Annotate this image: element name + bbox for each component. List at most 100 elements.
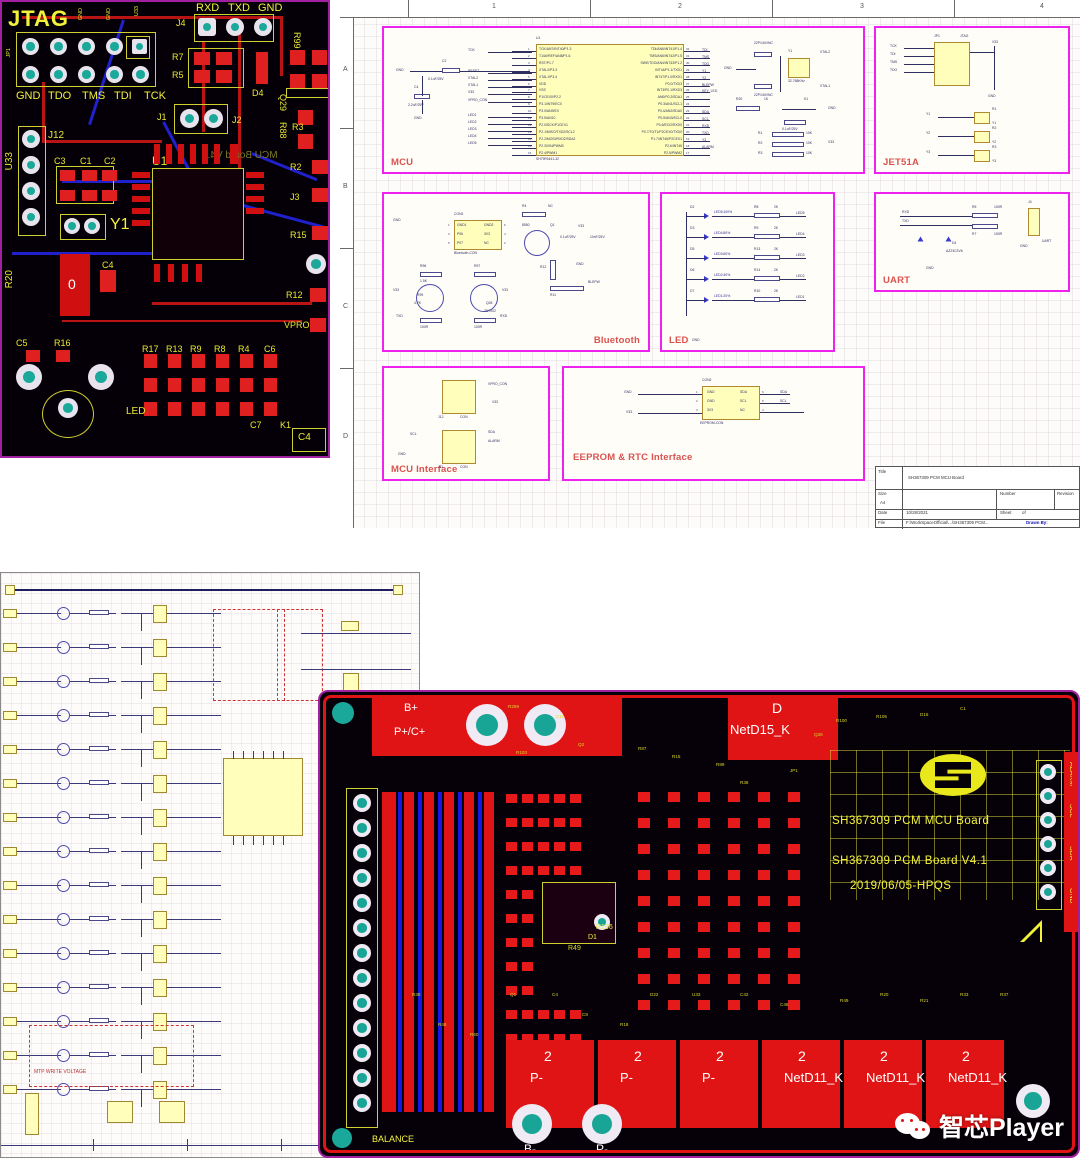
j2-pad[interactable]: [204, 109, 223, 128]
cell-input-terminal[interactable]: [3, 677, 17, 686]
y1-pad[interactable]: [84, 218, 100, 234]
conn-pad[interactable]: [1040, 836, 1056, 852]
balance-pad[interactable]: [353, 919, 371, 937]
jtag-pad[interactable]: [22, 66, 39, 83]
cell-input-terminal[interactable]: [3, 1051, 17, 1060]
mount-hole[interactable]: [332, 702, 354, 724]
balance-pad[interactable]: [353, 1094, 371, 1112]
cell-input-terminal[interactable]: [3, 983, 17, 992]
silk-r2: J3: [290, 192, 300, 202]
mount-pad[interactable]: [88, 364, 114, 390]
mcu-k1-ref: K1: [804, 97, 809, 101]
balance-pad[interactable]: [353, 794, 371, 812]
cell-input-terminal[interactable]: [3, 711, 17, 720]
j12-pad[interactable]: [22, 156, 40, 174]
mcu-ic-body[interactable]: [536, 44, 684, 156]
balance-pad[interactable]: [353, 844, 371, 862]
balance-pad[interactable]: [353, 1044, 371, 1062]
jtag-pad-1[interactable]: [132, 39, 147, 54]
silk-gnd-1: GND: [78, 8, 84, 21]
mcu-left-pin-num: 7: [528, 88, 530, 93]
cell-input-terminal[interactable]: [3, 643, 17, 652]
y1-pad[interactable]: [64, 218, 80, 234]
silk-d4: D4: [252, 88, 264, 98]
mcu-iface-j11[interactable]: [442, 430, 476, 464]
uart-pad-1[interactable]: [198, 18, 216, 36]
mount-hole[interactable]: [332, 1128, 352, 1148]
jtag-pad[interactable]: [50, 38, 67, 55]
cell-input-terminal[interactable]: [3, 881, 17, 890]
pminus-terminal[interactable]: [582, 1104, 622, 1144]
jtag-pad[interactable]: [106, 38, 123, 55]
u1-chip-bottom[interactable]: [542, 882, 616, 944]
bminus-terminal[interactable]: [512, 1104, 552, 1144]
sheet-title-block[interactable]: Title SH367309 PCM MCU Board Size A4 Num…: [875, 466, 1080, 529]
j12-pad[interactable]: [22, 130, 40, 148]
uart-connector-j4[interactable]: [1028, 208, 1040, 236]
balance-pad[interactable]: [353, 944, 371, 962]
conn-pad[interactable]: [1040, 860, 1056, 876]
conn-pad[interactable]: [1040, 812, 1056, 828]
silk-r5: R5: [172, 70, 184, 80]
jtag-pad[interactable]: [22, 38, 39, 55]
jtag-pad[interactable]: [50, 66, 67, 83]
u1-chip[interactable]: [152, 168, 244, 260]
schematic-block-mcu-interface[interactable]: MCU Interface J12 CON VPRO_CON V33 J11 C…: [382, 366, 550, 481]
balance-pad[interactable]: [353, 894, 371, 912]
eeprom-connector[interactable]: [702, 386, 760, 420]
cell-input-terminal[interactable]: [3, 915, 17, 924]
schematic-block-eeprom-rtc[interactable]: EEPROM & RTC Interface CON2 EEPROM-CON G…: [562, 366, 865, 481]
cell-input-terminal[interactable]: [3, 949, 17, 958]
cell-input-terminal[interactable]: [3, 609, 17, 618]
silk-p-plus-c-plus: P+/C+: [394, 726, 426, 738]
pcb-top-view[interactable]: JTAG GND GND U33 JP1 GND TDO TMS TDI TCK…: [0, 0, 330, 458]
j12-pad[interactable]: [22, 182, 40, 200]
schematic-sheet[interactable]: 1 2 3 4 A B C D MCU U1 SH79F6441-32 TCK/…: [340, 0, 1080, 529]
jtag-pad[interactable]: [106, 66, 123, 83]
jet51a-connector[interactable]: [934, 42, 970, 86]
mount-pad[interactable]: [16, 364, 42, 390]
cell-input-terminal[interactable]: [3, 1085, 17, 1094]
schematic-block-uart[interactable]: UART RXD TXD R5 100R R7 100R J4 UART GND…: [874, 192, 1070, 292]
balance-pad[interactable]: [353, 1019, 371, 1037]
jtag-pad[interactable]: [132, 66, 149, 83]
cell-input-terminal[interactable]: [3, 1017, 17, 1026]
uart-pad-2[interactable]: [226, 18, 244, 36]
cell-resistor: [89, 712, 109, 717]
cell-input-terminal[interactable]: [3, 779, 17, 788]
afe-chip[interactable]: [223, 758, 303, 836]
cell-input-terminal[interactable]: [3, 745, 17, 754]
mount-pad[interactable]: [58, 398, 78, 418]
uart-pad-3[interactable]: [254, 18, 272, 36]
balance-pad[interactable]: [353, 819, 371, 837]
balance-pad[interactable]: [353, 1069, 371, 1087]
silk-designator: C4: [552, 992, 558, 997]
eeprom-left-pin: GND: [707, 390, 715, 394]
pplus-terminal[interactable]: [524, 704, 566, 746]
cell-input-terminal[interactable]: [3, 813, 17, 822]
balance-pad[interactable]: [353, 869, 371, 887]
mcu-iface-j12[interactable]: [442, 380, 476, 414]
pcb-bottom-view[interactable]: B+ P+/C+ D NetD15_K SH367309 PCM MCU Boa…: [318, 690, 1080, 1158]
uart-rxd: RXD: [902, 210, 910, 214]
j12-pad[interactable]: [22, 208, 40, 226]
conn-pad[interactable]: [1040, 788, 1056, 804]
silk-led: C4: [298, 432, 311, 443]
watermark: 智芯Player: [894, 1108, 1064, 1144]
jtag-pad[interactable]: [78, 38, 95, 55]
jtag-pad[interactable]: [78, 66, 95, 83]
cell-input-terminal[interactable]: [3, 847, 17, 856]
bluetooth-connector[interactable]: [454, 220, 502, 250]
bplus-terminal[interactable]: [466, 704, 508, 746]
balance-pad[interactable]: [353, 969, 371, 987]
conn-pad[interactable]: [1040, 884, 1056, 900]
connector-net-label: SDA: [1068, 846, 1075, 861]
conn-pad[interactable]: [1040, 764, 1056, 780]
corner-terminal[interactable]: [1016, 1084, 1050, 1118]
balance-pad[interactable]: [353, 994, 371, 1012]
j1-pad[interactable]: [180, 109, 199, 128]
